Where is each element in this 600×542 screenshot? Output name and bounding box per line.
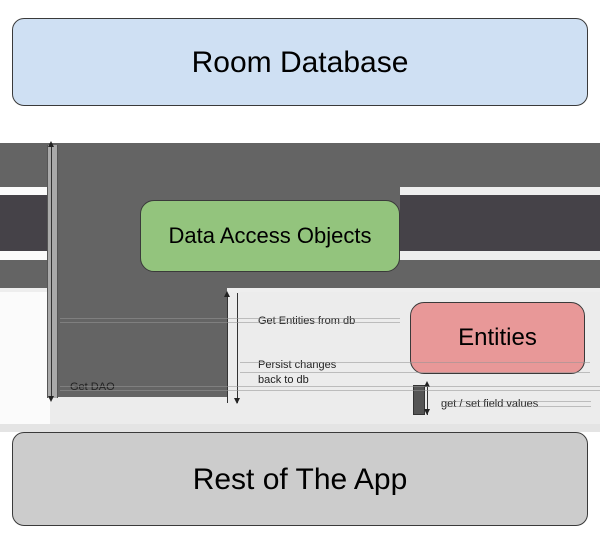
- scanline-2: [60, 322, 400, 323]
- overlay-band-5: [0, 424, 600, 432]
- node-rest-of-the-app-label: Rest of The App: [192, 462, 408, 496]
- scanline-6: [60, 390, 600, 391]
- gutter-left-gap1: [0, 187, 50, 195]
- scanline-8: [441, 406, 591, 407]
- connector-dao-entities-line-a: [227, 293, 228, 403]
- scanline-5: [60, 386, 600, 387]
- arrowhead-down-get-dao: [48, 396, 54, 402]
- edge-label-get-dao: Get DAO: [70, 381, 115, 393]
- arrowhead-down-entities: [424, 409, 430, 415]
- connector-get-dao-bar: [47, 145, 58, 398]
- edge-label-get-set-field-values: get / set field values: [441, 398, 539, 410]
- connector-get-dao-line: [51, 143, 52, 400]
- connector-entities-line: [427, 383, 428, 415]
- connector-dao-entities-line-b: [237, 293, 238, 403]
- arrowhead-up-entities: [424, 381, 430, 387]
- scanline-3: [240, 362, 590, 363]
- node-data-access-objects-label: Data Access Objects: [168, 222, 372, 248]
- node-entities-label: Entities: [458, 323, 537, 351]
- scanline-7: [441, 401, 591, 402]
- scanline-1: [60, 318, 400, 319]
- node-entities[interactable]: Entities: [410, 302, 585, 374]
- node-rest-of-the-app[interactable]: Rest of The App: [12, 432, 588, 526]
- arrowhead-up-dao: [224, 291, 230, 297]
- node-data-access-objects[interactable]: Data Access Objects: [140, 200, 400, 272]
- scanline-4: [240, 372, 590, 373]
- overlay-gap-3: [0, 288, 600, 292]
- node-room-database-label: Room Database: [191, 45, 409, 79]
- arrowhead-down-dao: [234, 398, 240, 404]
- node-room-database[interactable]: Room Database: [12, 18, 588, 106]
- arrowhead-up-get-dao: [48, 141, 54, 147]
- gutter-left-gap2: [0, 251, 50, 260]
- connector-entities-bar: [413, 385, 425, 415]
- gutter-left-lower: [0, 292, 50, 424]
